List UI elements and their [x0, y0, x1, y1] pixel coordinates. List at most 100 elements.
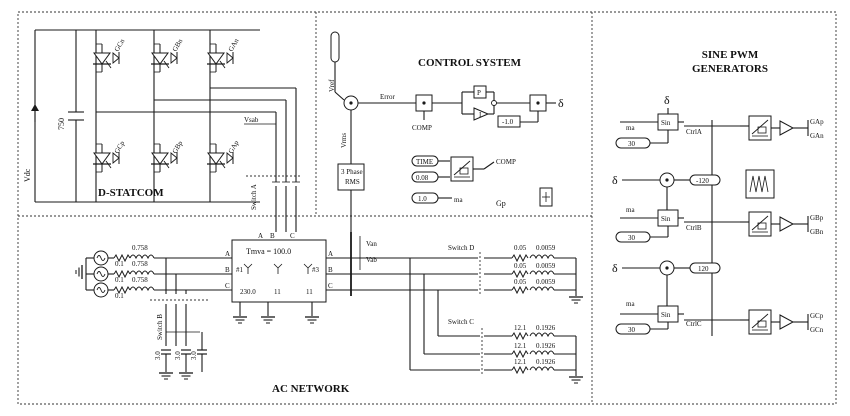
vab-label: Vab: [366, 256, 377, 264]
ground-icon: [232, 316, 248, 324]
vrms-label: Vrms: [340, 133, 348, 148]
buffer-icon: [779, 120, 794, 136]
pwm-title-line1: SINE PWM: [702, 49, 759, 61]
comparator-icon: [415, 94, 433, 112]
ctrl-a: CtrlA: [686, 128, 702, 136]
pwm-title-line2: GENERATORS: [692, 63, 768, 75]
control-section: CONTROL SYSTEM Vref Error COMP P I: [328, 31, 564, 232]
ma-b: ma: [626, 206, 635, 214]
shunt-a: 3.0: [154, 351, 162, 360]
ma-label: ma: [454, 196, 463, 204]
sum-junction-icon: [659, 260, 675, 276]
ground-icon: [158, 372, 174, 380]
phase-b-top: B: [270, 232, 275, 240]
vref-label: Vref: [328, 79, 336, 92]
load-c-x3: 0.1926: [536, 358, 556, 366]
val-120: 120: [698, 265, 709, 273]
winding-3-label: #3: [312, 266, 320, 274]
ground-icon: [75, 264, 83, 280]
ma-a: ma: [626, 124, 635, 132]
val-m120: -120: [696, 177, 709, 185]
triangle-generator-icon: [450, 156, 474, 182]
kv2-label: 11: [274, 288, 281, 296]
vref-slider-icon: [330, 31, 345, 101]
src-r-c: 0.758: [132, 276, 148, 284]
val-008-label: 0.08: [416, 174, 429, 182]
val-30-b: 30: [628, 234, 636, 242]
ground-icon: [568, 296, 584, 304]
load-d-x1: 0.0059: [536, 244, 556, 252]
sin-a: Sin: [661, 119, 671, 127]
transformer-rating: Tmva = 100.0: [246, 247, 291, 256]
ground-icon: [568, 376, 584, 384]
shunt-c: 3.0: [190, 351, 198, 360]
i-label: I: [479, 111, 482, 119]
load-d: [511, 254, 577, 296]
source-impedance: [108, 254, 232, 294]
shunt-b: 3.0: [174, 351, 182, 360]
gate-c-p: GCp: [810, 312, 824, 320]
src-x-a: 0.1: [115, 260, 124, 268]
kv-label: 230.0: [240, 288, 256, 296]
load-c-x2: 0.1926: [536, 342, 556, 350]
vdc-label: Vdc: [23, 168, 32, 182]
buffer-icon: [779, 314, 794, 330]
gate-a-n: GAn: [810, 132, 824, 140]
gate-label-cn: GCn: [113, 37, 127, 53]
src-x-c: 0.1: [115, 292, 124, 300]
pi-controller-icon: [461, 85, 497, 121]
switch-a-contacts: [272, 176, 300, 232]
gate-b-n: GBn: [810, 228, 824, 236]
phase-c-in: C: [225, 282, 230, 290]
network-title: AC NETWORK: [272, 383, 350, 395]
capacitor-label: 750: [57, 118, 66, 130]
load-d-x2: 0.0059: [536, 262, 556, 270]
ctrl-b: CtrlB: [686, 224, 702, 232]
src-x-b: 0.1: [115, 276, 124, 284]
vsab-label: Vsab: [244, 116, 259, 124]
section-borders: [17, 11, 837, 405]
comp-label: COMP: [412, 124, 432, 132]
gate-label-bn: GBn: [171, 37, 185, 53]
src-r-a: 0.758: [132, 244, 148, 252]
gain-label: -1.0: [502, 118, 514, 126]
delta-a: δ: [664, 93, 670, 107]
val-10-label: 1.0: [418, 195, 427, 203]
winding-1-label: #1: [236, 266, 244, 274]
src-r-b: 0.758: [132, 260, 148, 268]
delta-output: δ: [558, 96, 564, 110]
gate-b-p: GBp: [810, 214, 824, 222]
ground-icon: [260, 316, 276, 324]
switch-b-label: Switch B: [156, 314, 164, 340]
buffer-icon: [779, 216, 794, 232]
gp-label: Gp: [496, 199, 506, 208]
delta-b: δ: [612, 173, 618, 187]
load-c-r1: 12.1: [514, 324, 527, 332]
val-30-a: 30: [628, 140, 636, 148]
ac-source-icon: [93, 266, 109, 282]
dc-source-icon: [31, 104, 39, 122]
wye-symbols: [243, 263, 313, 274]
gate-label-an: GAn: [227, 37, 241, 53]
rms-block: [337, 163, 365, 191]
ctrl-c: CtrlC: [686, 320, 702, 328]
gate-label-bp: GBp: [171, 139, 185, 155]
multiplier-icon: [529, 94, 547, 112]
phase-b-out: B: [328, 266, 333, 274]
ac-source-icon: [93, 250, 109, 266]
error-label: Error: [380, 93, 395, 101]
val-30-c: 30: [628, 326, 636, 334]
phase-a-in: A: [225, 250, 230, 258]
gate-c-n: GCn: [810, 326, 824, 334]
load-c-r2: 12.1: [514, 342, 527, 350]
ground-icon: [178, 372, 194, 380]
kv3-label: 11: [306, 288, 313, 296]
phase-c-out: C: [328, 282, 333, 290]
rms-block-line1: 3 Phase: [341, 168, 363, 176]
load-c-x1: 0.1926: [536, 324, 556, 332]
statcom-section: Vdc 750 GCn GBn GAn GCp: [23, 29, 300, 232]
ground-icon: [304, 316, 320, 324]
comparator-icon: [748, 309, 772, 335]
carrier-wave-icon: [745, 169, 775, 199]
